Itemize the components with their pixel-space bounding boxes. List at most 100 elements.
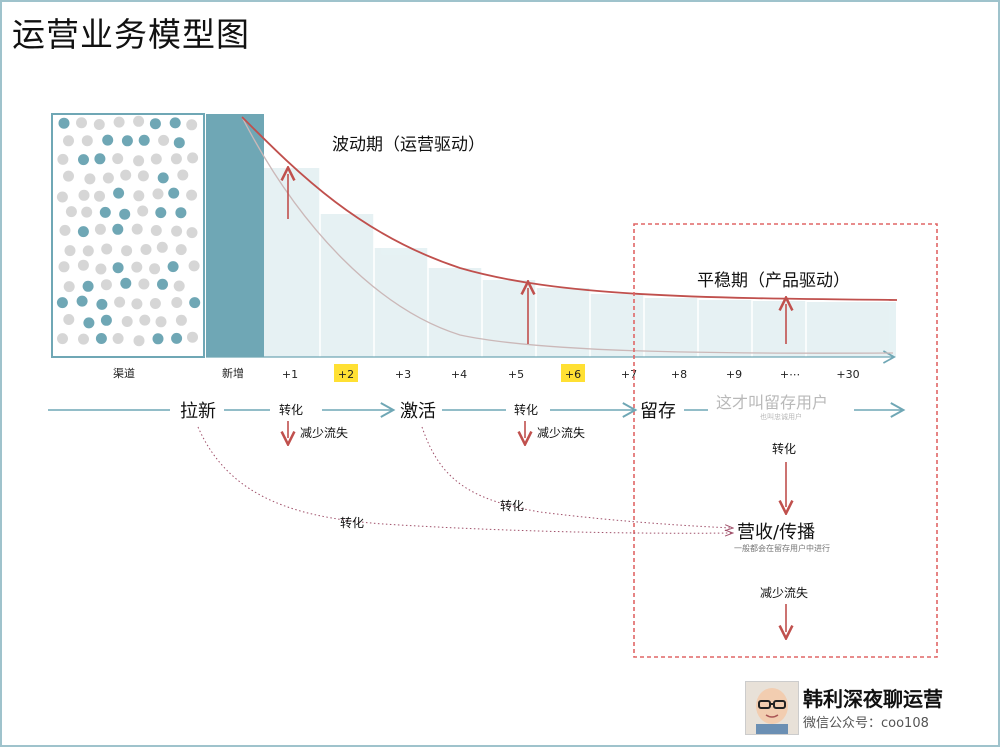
user-dot <box>78 189 90 201</box>
user-dot <box>95 263 107 275</box>
user-dot <box>171 225 183 237</box>
user-dot <box>175 244 187 256</box>
retained-users-sublabel: 也叫忠诚用户 <box>760 412 802 421</box>
user-dot <box>63 314 75 325</box>
retention-bar <box>374 248 428 357</box>
retention-bar <box>806 302 896 357</box>
user-dot <box>102 134 114 146</box>
retention-bar <box>320 214 374 357</box>
dotted-convert-label-2: 转化 <box>500 498 524 513</box>
user-dot <box>112 153 124 165</box>
user-dot <box>120 169 132 181</box>
dotted-path-acquire <box>197 426 732 533</box>
user-dot <box>152 333 164 345</box>
acquire-label: 拉新 <box>180 401 216 422</box>
user-dot <box>57 333 68 345</box>
channel-label: 渠道 <box>113 366 135 380</box>
dotted-convert-label-1: 转化 <box>340 515 364 530</box>
user-dot <box>121 245 133 257</box>
user-dot <box>96 298 108 310</box>
user-dot <box>119 208 131 220</box>
user-dot <box>150 225 162 236</box>
user-dot <box>100 314 112 326</box>
retention-bars <box>264 168 896 357</box>
user-dot <box>133 115 145 127</box>
user-dot <box>78 333 89 345</box>
dotted-path-activate <box>421 426 732 528</box>
reduce-loss-label-1: 减少流失 <box>300 425 348 440</box>
user-dot <box>171 297 183 308</box>
revenue-label: 营收/传播 <box>737 522 815 543</box>
user-dots <box>56 115 201 347</box>
retention-bar <box>264 168 320 357</box>
tick-label: +2 <box>338 368 354 381</box>
user-dot <box>152 188 164 200</box>
stable-period-label: 平稳期（产品驱动） <box>697 271 850 291</box>
user-dot <box>77 259 89 271</box>
user-dot <box>120 277 132 289</box>
tick-highlight <box>561 364 585 382</box>
user-dot <box>59 224 71 236</box>
retained-users-zone <box>633 223 938 658</box>
user-dot <box>157 172 169 184</box>
user-dot <box>95 333 107 344</box>
user-dot <box>133 190 145 202</box>
user-dot <box>138 278 150 290</box>
user-dot <box>131 223 143 235</box>
user-dot <box>84 173 96 185</box>
user-dot <box>81 206 93 218</box>
user-dot <box>81 135 93 147</box>
brand-card: 韩利深夜聊运营 微信公众号：coo108 <box>745 681 995 737</box>
user-dot <box>138 134 150 146</box>
user-dot <box>175 314 187 326</box>
user-dot <box>113 187 125 199</box>
user-dot <box>82 280 94 292</box>
user-dot <box>114 296 126 308</box>
tick-label: +6 <box>565 368 581 381</box>
user-dot <box>156 241 168 253</box>
user-dot <box>131 298 143 310</box>
retention-bar <box>644 298 698 357</box>
user-dot <box>113 116 125 128</box>
activate-label: 激活 <box>400 401 436 422</box>
user-dot <box>175 207 187 219</box>
user-dot <box>78 154 89 166</box>
page-title: 运营业务模型图 <box>12 15 250 54</box>
tick-label: +4 <box>451 368 467 381</box>
user-dot <box>58 261 70 273</box>
user-dot <box>155 207 167 219</box>
user-dot <box>157 278 168 290</box>
retention-bar <box>752 301 806 357</box>
convert-label-1: 转化 <box>279 402 303 417</box>
reduce-loss-label-2: 减少流失 <box>537 425 585 440</box>
user-dot <box>149 298 161 309</box>
tick-label: +30 <box>836 368 859 381</box>
user-dot <box>170 153 182 165</box>
user-dot <box>186 119 198 131</box>
user-dot <box>63 281 75 293</box>
brand-subtitle: 微信公众号：coo108 <box>803 716 929 731</box>
user-dot <box>171 332 183 344</box>
retention-bar <box>590 294 644 357</box>
tick-label: +1 <box>282 368 298 381</box>
new-users-label: 新增 <box>222 366 244 380</box>
user-dot <box>140 244 152 255</box>
user-dot <box>64 245 76 257</box>
brand-name: 韩利深夜聊运营 <box>803 687 943 711</box>
user-dot <box>77 226 89 238</box>
user-dot <box>186 189 198 201</box>
retained-users-label: 这才叫留存用户 <box>716 393 828 412</box>
new-users-bar <box>206 114 264 357</box>
retention-bar <box>698 300 752 357</box>
user-dot <box>94 223 106 235</box>
user-dot <box>137 205 149 217</box>
user-dot <box>149 263 161 275</box>
tick-label: +⋯ <box>780 368 800 381</box>
user-dot <box>82 245 94 257</box>
user-dot <box>169 117 181 129</box>
user-dot <box>112 223 124 235</box>
user-dot <box>187 152 199 164</box>
operated-retention-curve <box>241 116 898 301</box>
user-dot <box>63 135 74 147</box>
